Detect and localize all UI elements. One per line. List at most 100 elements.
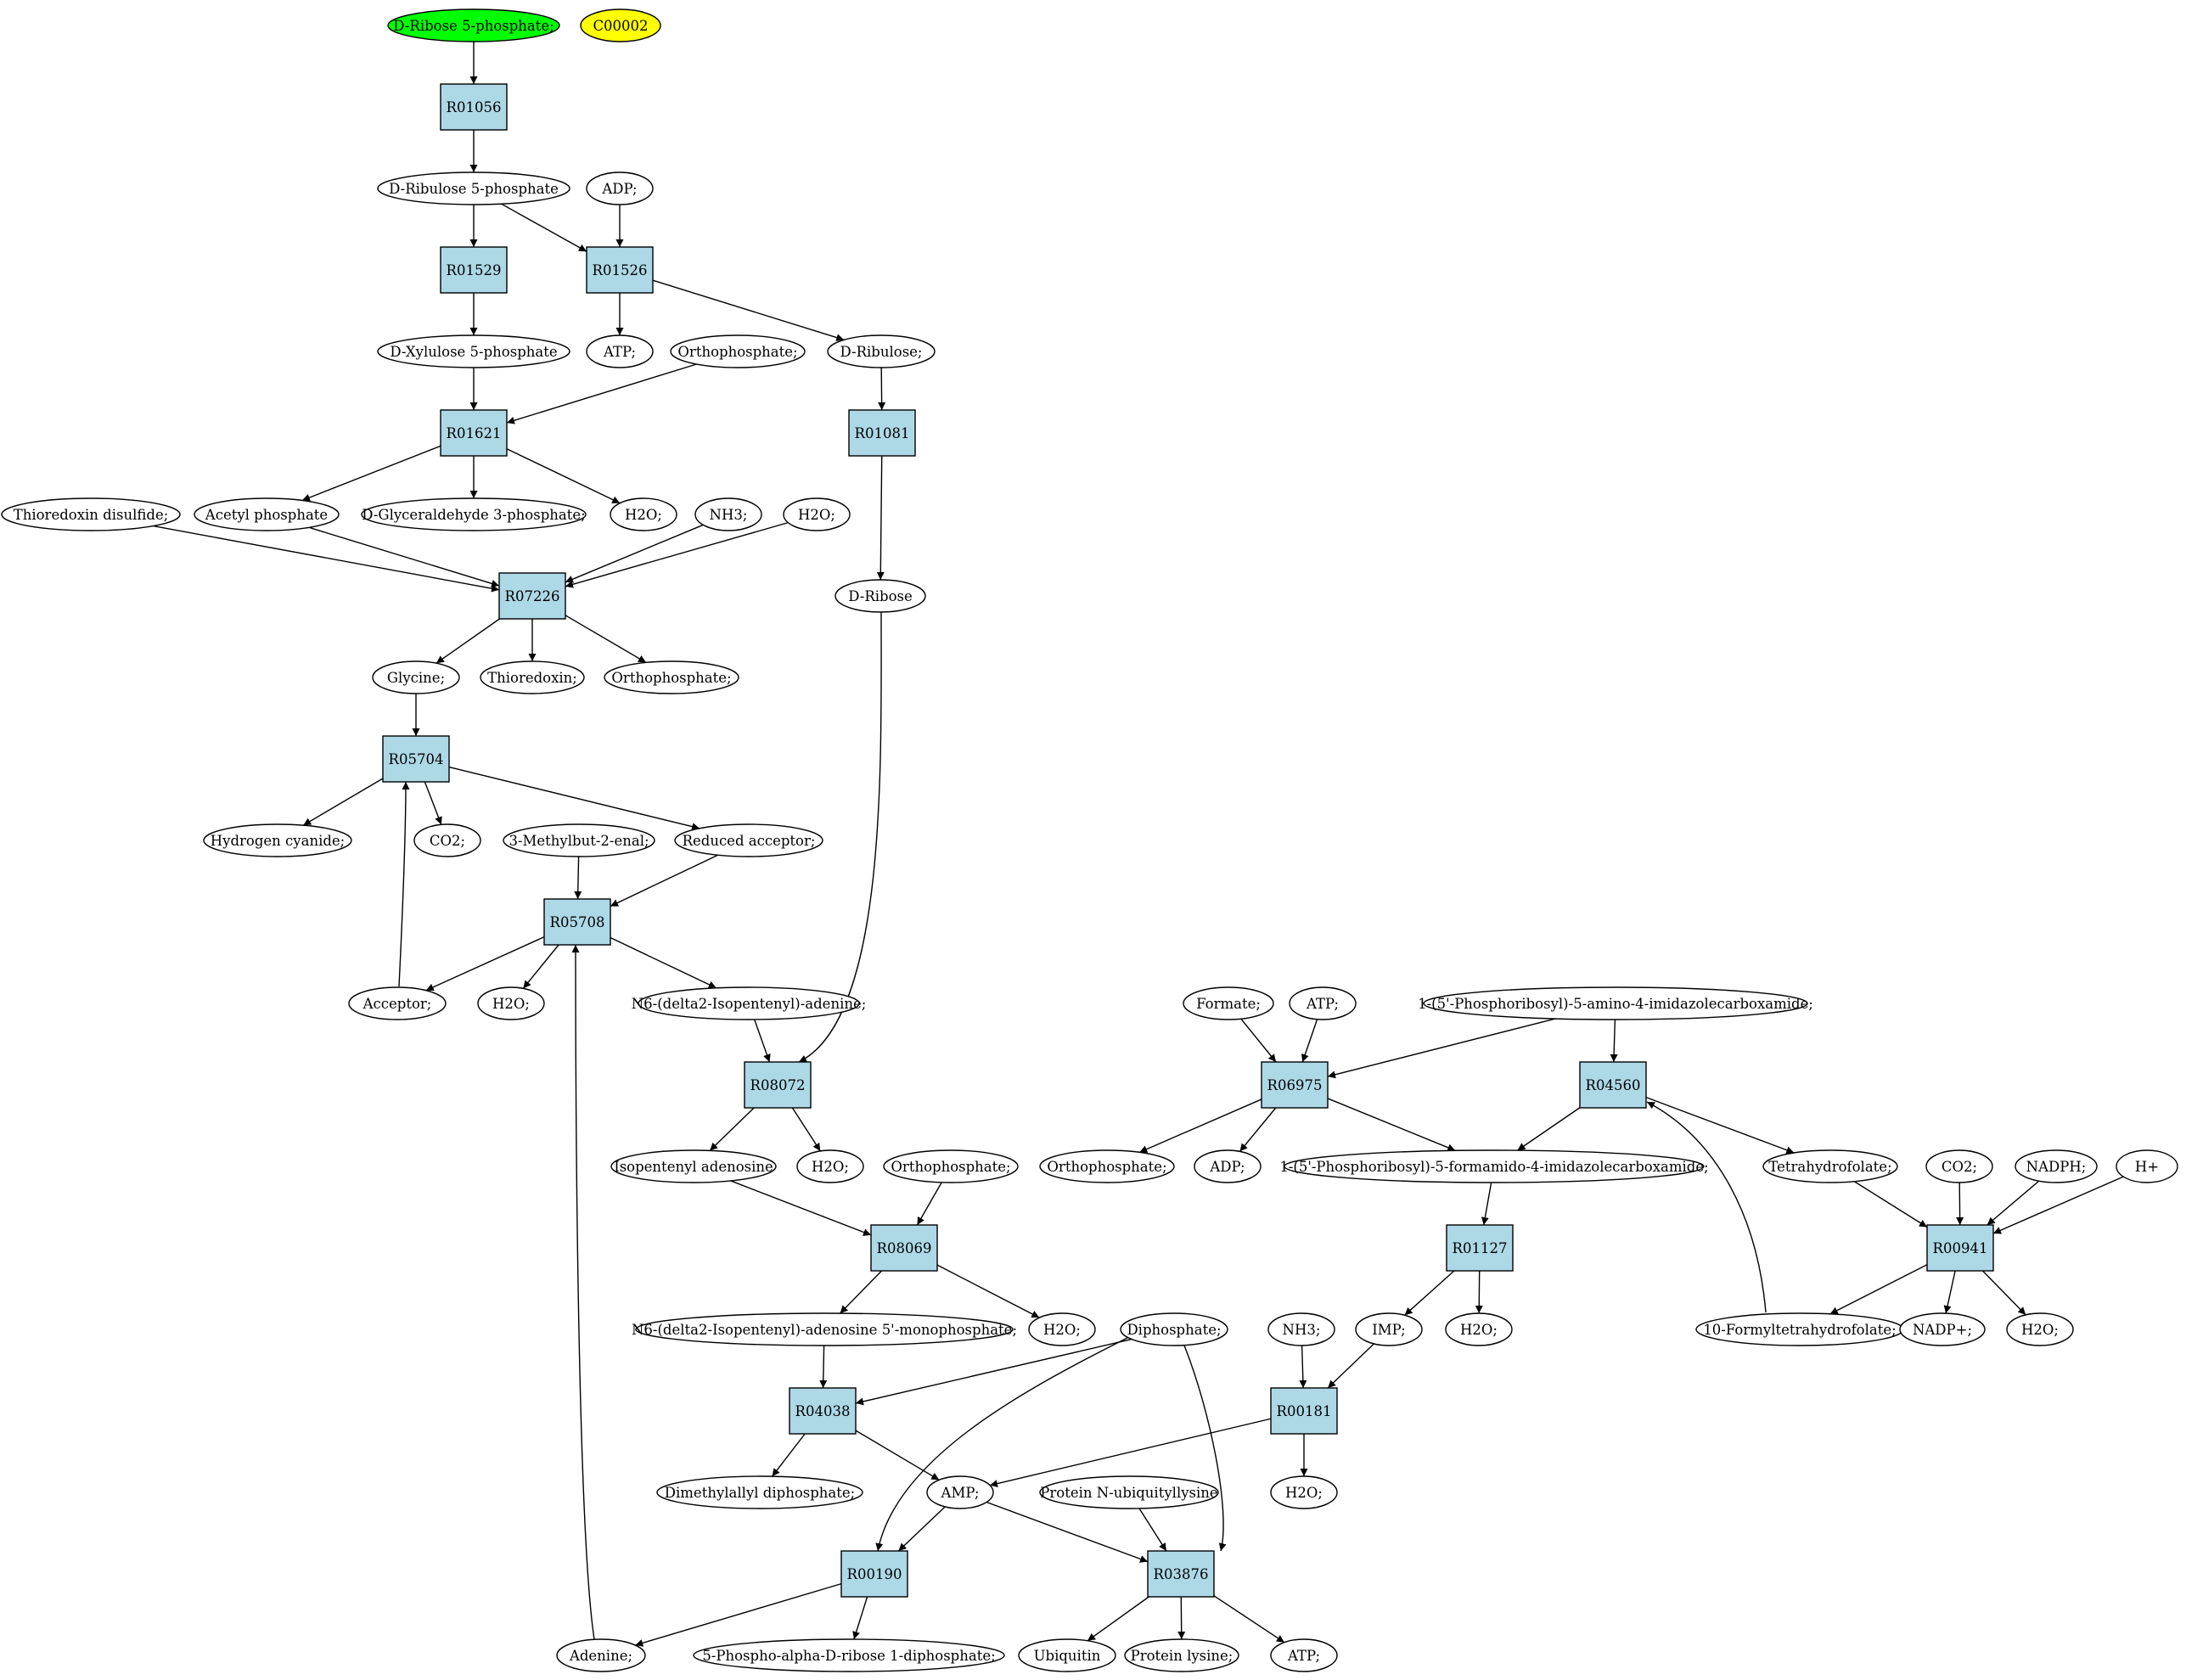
compound-node-c-protnub[interactable]: Protein N-ubiquityllysine	[1039, 1475, 1219, 1509]
compound-node-c-imp[interactable]: IMP;	[1355, 1312, 1423, 1346]
compound-ellipse	[635, 1312, 1014, 1346]
compound-node-c-amp[interactable]: AMP;	[926, 1475, 994, 1509]
compound-node-c-h2o-a[interactable]: H2O;	[610, 497, 677, 531]
edge-c-isoade-to-r08069	[730, 1180, 872, 1236]
compound-node-c-atp1[interactable]: ATP;	[586, 334, 654, 368]
compound-node-c-orthop4[interactable]: Orthophosphate;	[1039, 1149, 1175, 1183]
compound-label: Diphosphate;	[1127, 1322, 1221, 1338]
edge-c-formylthf-to-r04560	[1646, 1101, 1767, 1313]
reaction-box	[1446, 1224, 1514, 1272]
edge-r05704-to-c-co2-a	[424, 781, 442, 825]
compound-node-c-h2o-c[interactable]: H2O;	[477, 986, 545, 1020]
compound-node-c-acceptor[interactable]: Acceptor;	[348, 986, 447, 1020]
reaction-node-r08072[interactable]: R08072	[744, 1061, 812, 1109]
compound-label: Hydrogen cyanide;	[211, 833, 345, 849]
edge-r04560-to-c-thf	[1645, 1096, 1795, 1155]
compound-node-c-glycine[interactable]: Glycine;	[372, 660, 460, 694]
compound-node-c-methylbutenal[interactable]: 3-Methylbut-2-enal;	[503, 823, 655, 857]
compound-node-c-nh3-a[interactable]: NH3;	[694, 497, 762, 531]
compound-node-c-orthop2[interactable]: Orthophosphate;	[604, 660, 739, 694]
compound-label: Reduced acceptor;	[683, 833, 816, 849]
compound-ellipse	[1925, 1149, 1993, 1183]
compound-node-c-co2-a[interactable]: CO2;	[413, 823, 481, 857]
compound-node-c-prpp[interactable]: 5-Phospho-alpha-D-ribose 1-diphosphate;	[693, 1638, 1005, 1672]
compound-node-c-atp3[interactable]: ATP;	[1270, 1638, 1338, 1672]
reaction-node-r04560[interactable]: R04560	[1579, 1061, 1647, 1109]
compound-node-c-n6ade[interactable]: N6-(delta2-Isopentenyl)-adenine;	[632, 986, 867, 1020]
edge-c-acceptor-to-r05704	[398, 781, 410, 987]
compound-node-c-h2o-f[interactable]: H2O;	[1445, 1312, 1513, 1346]
reaction-node-r04038[interactable]: R04038	[789, 1387, 857, 1435]
reaction-node-r00190[interactable]: R00190	[840, 1550, 908, 1598]
compound-node-c-h2o-g[interactable]: H2O;	[2006, 1312, 2074, 1346]
compound-node-c-diphosphate[interactable]: Diphosphate;	[1120, 1312, 1228, 1346]
reaction-node-r06975[interactable]: R06975	[1261, 1061, 1329, 1109]
compound-node-c-nh3-b[interactable]: NH3;	[1267, 1312, 1335, 1346]
edge-c-co2-b-to-r00941	[1956, 1182, 1964, 1226]
compound-node-c-acetylp[interactable]: Acetyl phosphate	[194, 497, 340, 531]
compound-node-c-redacc[interactable]: Reduced acceptor;	[674, 823, 823, 857]
reaction-node-r03876[interactable]: R03876	[1147, 1550, 1215, 1598]
compound-ellipse	[2116, 1149, 2178, 1183]
reaction-node-r00181[interactable]: R00181	[1270, 1387, 1338, 1435]
compound-node-c-dribulose[interactable]: D-Ribulose;	[827, 334, 936, 368]
compound-node-c-formylthf[interactable]: 10-Formyltetrahydrofolate;	[1695, 1312, 1904, 1346]
compound-node-c-protlys[interactable]: Protein lysine;	[1124, 1638, 1239, 1672]
compound-label: D-Ribose 5-phosphate;	[393, 18, 554, 34]
compound-node-c-thf[interactable]: Tetrahydrofolate;	[1762, 1149, 1898, 1183]
edge-r08069-to-c-n6amp	[840, 1270, 883, 1314]
reaction-node-r05704[interactable]: R05704	[382, 735, 450, 783]
compound-node-c-atp2[interactable]: ATP;	[1289, 986, 1357, 1020]
compound-node-c-h2o-e[interactable]: H2O;	[1028, 1312, 1096, 1346]
compound-node-c-orthop3[interactable]: Orthophosphate;	[883, 1149, 1019, 1183]
reaction-node-r08069[interactable]: R08069	[870, 1224, 938, 1272]
reaction-node-r01056[interactable]: R01056	[440, 83, 508, 131]
compound-label: Orthophosphate;	[891, 1159, 1010, 1175]
compound-node-c-h2o-b[interactable]: H2O;	[783, 497, 851, 531]
edge-c-amp-to-r03876	[986, 1501, 1149, 1563]
reaction-box	[1261, 1061, 1329, 1109]
reaction-box	[543, 898, 611, 946]
compound-node-c-faicar[interactable]: 1-(5'-Phosphoribosyl)-5-formamido-4-imid…	[1279, 1149, 1709, 1183]
compound-node-c-hcn[interactable]: Hydrogen cyanide;	[203, 823, 352, 857]
reaction-node-r00941[interactable]: R00941	[1926, 1224, 1994, 1272]
compound-node-c-adp2[interactable]: ADP;	[1194, 1149, 1262, 1183]
reaction-node-r01127[interactable]: R01127	[1446, 1224, 1514, 1272]
compound-node-c-g3p[interactable]: D-Glyceraldehyde 3-phosphate;	[361, 497, 587, 531]
edge-c-n6ade-to-r08072	[754, 1019, 771, 1063]
reaction-node-r01081[interactable]: R01081	[848, 409, 916, 457]
compound-label: NADPH;	[2026, 1159, 2087, 1175]
compound-node-c-adenine[interactable]: Adenine;	[556, 1638, 646, 1672]
compound-node-c-dmapp[interactable]: Dimethylallyl diphosphate;	[656, 1475, 863, 1509]
reaction-node-r01526[interactable]: R01526	[586, 246, 654, 294]
compound-node-c-ribose5p[interactable]: D-Ribose 5-phosphate;	[387, 8, 560, 42]
compound-node-c-hplus[interactable]: H+	[2116, 1149, 2178, 1183]
compound-node-c-n6amp[interactable]: N6-(delta2-Isopentenyl)-adenosine 5'-mon…	[632, 1312, 1017, 1346]
reaction-node-r07226[interactable]: R07226	[498, 572, 566, 620]
compound-node-c-co2-b[interactable]: CO2;	[1925, 1149, 1993, 1183]
reaction-node-r01621[interactable]: R01621	[440, 409, 508, 457]
edge-c-dribose-to-r08072	[798, 611, 882, 1063]
compound-node-c-h2o-h[interactable]: H2O;	[1270, 1475, 1338, 1509]
reaction-node-r05708[interactable]: R05708	[543, 898, 611, 946]
compound-ellipse	[1039, 1149, 1175, 1183]
compound-node-c-thioredoxin-ds[interactable]: Thioredoxin disulfide;	[1, 497, 181, 531]
compound-label: H2O;	[798, 507, 835, 523]
compound-node-c-aicar[interactable]: 1-(5'-Phosphoribosyl)-5-amino-4-imidazol…	[1418, 986, 1813, 1020]
edge-r01526-to-c-dribulose	[652, 279, 845, 341]
compound-node-c-orthop1[interactable]: Orthophosphate;	[670, 334, 806, 368]
compound-node-c-formate[interactable]: Formate;	[1183, 986, 1274, 1020]
compound-node-c-nadp[interactable]: NADP+;	[1899, 1312, 1986, 1346]
compound-node-c-h2o-d[interactable]: H2O;	[796, 1149, 864, 1183]
compound-node-c-ribulose5p[interactable]: D-Ribulose 5-phosphate	[377, 171, 570, 205]
reaction-node-r01529[interactable]: R01529	[440, 246, 508, 294]
compound-node-c-nadph[interactable]: NADPH;	[2015, 1149, 2098, 1183]
compound-node-c-adp1[interactable]: ADP;	[586, 171, 654, 205]
compound-node-c-c00002[interactable]: C00002	[580, 8, 661, 42]
compound-node-c-isoade[interactable]: Isopentenyl adenosine	[610, 1149, 777, 1183]
edge-c-aicar-to-r06975	[1327, 1018, 1556, 1079]
compound-node-c-dribose[interactable]: D-Ribose	[835, 579, 926, 613]
compound-node-c-ubiquitin[interactable]: Ubiquitin	[1018, 1638, 1116, 1672]
compound-node-c-xylulose5p[interactable]: D-Xylulose 5-phosphate	[377, 334, 570, 368]
compound-node-c-thioredoxin[interactable]: Thioredoxin;	[480, 660, 585, 694]
